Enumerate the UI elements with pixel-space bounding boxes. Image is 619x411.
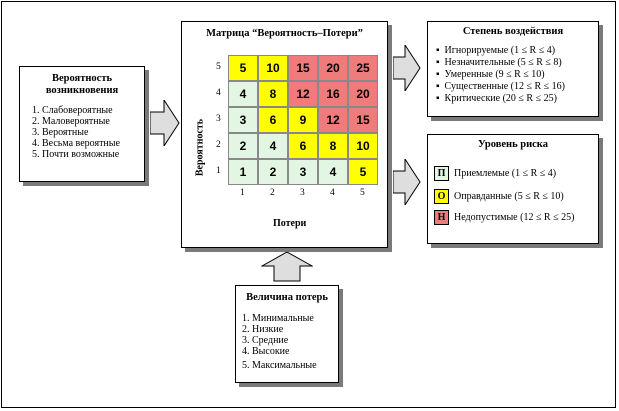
x-tick-label: 2 [270, 188, 275, 198]
matrix-title: Матрица “Вероятность–Потери” [206, 28, 363, 39]
bullet-icon: ▪ [436, 45, 440, 56]
matrix-cell: 6 [258, 107, 288, 133]
loss-box: Величина потерь 1. Минимальные 2. Низкие… [235, 285, 339, 383]
x-axis-label: Потери [273, 218, 307, 229]
list-item: 3. Средние [242, 335, 289, 346]
matrix-cell: 20 [348, 81, 378, 107]
matrix-cell: 10 [258, 55, 288, 81]
matrix-cell: 15 [288, 55, 318, 81]
bullet-icon: ▪ [436, 69, 440, 80]
matrix-cell: 20 [318, 55, 348, 81]
matrix-cell: 15 [348, 107, 378, 133]
legend-swatch: О [434, 189, 449, 204]
list-item: ▪ Игнорируемые (1 ≤ R ≤ 4) [436, 45, 556, 56]
arrow-right-icon [393, 159, 421, 205]
legend-swatch: Н [434, 210, 449, 225]
risk-level-title: Уровень риска [478, 139, 548, 150]
legend-item: О Оправданные (5 ≤ R ≤ 10) [434, 189, 564, 204]
probability-box: Вероятность возникновения 1. Слабовероят… [19, 66, 145, 182]
legend-label: Приемлемые (1 ≤ R ≤ 4) [454, 168, 557, 179]
list-item: ▪ Незначительные (5 ≤ R ≤ 8) [436, 57, 562, 68]
x-tick-label: 3 [300, 188, 305, 198]
matrix-cell: 10 [348, 133, 378, 159]
y-tick-label: 4 [216, 88, 221, 98]
list-item: ▪ Умеренные (9 ≤ R ≤ 10) [436, 69, 545, 80]
list-item: 4. Высокие [242, 346, 290, 357]
matrix-cell: 3 [228, 107, 258, 133]
arrow-up-icon [261, 252, 313, 282]
bullet-icon: ▪ [436, 93, 440, 104]
y-tick-label: 2 [216, 140, 221, 150]
matrix-cell: 8 [258, 81, 288, 107]
list-item: 3. Вероятные [32, 127, 89, 138]
list-item: 1. Слабовероятные [32, 105, 113, 116]
probability-title-line2: возникновения [45, 85, 119, 96]
list-item: ▪ Критические (20 ≤ R ≤ 25) [436, 93, 557, 104]
arrow-right-icon [150, 100, 180, 146]
arrow-right-icon [393, 45, 421, 91]
matrix-cell: 6 [288, 133, 318, 159]
impact-box: Степень воздействия ▪ Игнорируемые (1 ≤ … [427, 21, 599, 117]
legend-item: П Приемлемые (1 ≤ R ≤ 4) [434, 166, 556, 181]
matrix-cell: 2 [258, 159, 288, 185]
y-tick-label: 3 [216, 114, 221, 124]
list-item: 5. Максимальные [242, 360, 317, 371]
legend-item: Н Недопустимые (12 ≤ R ≤ 25) [434, 210, 574, 225]
x-tick-label: 4 [330, 188, 335, 198]
matrix-cell: 5 [228, 55, 258, 81]
matrix-cell: 4 [258, 133, 288, 159]
x-tick-label: 5 [360, 188, 365, 198]
list-item: 5. Почти возможные [32, 149, 120, 160]
matrix-cell: 25 [348, 55, 378, 81]
matrix-box: Матрица “Вероятность–Потери” Вероятность… [181, 21, 388, 248]
y-tick-label: 1 [216, 166, 221, 176]
legend-swatch: П [434, 166, 449, 181]
loss-title: Величина потерь [246, 292, 328, 303]
matrix-cell: 5 [348, 159, 378, 185]
probability-title-line1: Вероятность [51, 73, 113, 84]
list-item: 1. Минимальные [242, 313, 314, 324]
list-item: 2. Низкие [242, 324, 284, 335]
matrix-cell: 8 [318, 133, 348, 159]
loss-list: 1. Минимальные 2. Низкие 3. Средние 4. В… [242, 313, 338, 371]
impact-title: Степень воздействия [462, 26, 564, 37]
y-tick-label: 5 [216, 62, 221, 72]
matrix-cell: 12 [318, 107, 348, 133]
bullet-icon: ▪ [436, 57, 440, 68]
matrix-cell: 12 [288, 81, 318, 107]
x-tick-label: 1 [240, 188, 245, 198]
matrix-cell: 3 [288, 159, 318, 185]
matrix-cell: 4 [228, 81, 258, 107]
matrix-cell: 2 [228, 133, 258, 159]
bullet-icon: ▪ [436, 81, 440, 92]
list-item: ▪ Существенные (12 ≤ R ≤ 16) [436, 81, 565, 92]
matrix-cell: 16 [318, 81, 348, 107]
list-item: 2. Маловероятные [32, 116, 110, 127]
risk-level-box: Уровень риска П Приемлемые (1 ≤ R ≤ 4) О… [427, 134, 599, 244]
probability-list: 1. Слабовероятные 2. Маловероятные 3. Ве… [32, 105, 144, 160]
legend-label: Оправданные (5 ≤ R ≤ 10) [454, 191, 564, 202]
impact-list: ▪ Игнорируемые (1 ≤ R ≤ 4) ▪ Незначитель… [436, 45, 598, 105]
matrix-cell: 9 [288, 107, 318, 133]
matrix-cell: 1 [228, 159, 258, 185]
probability-title: Вероятность возникновения [20, 73, 144, 97]
matrix-cell: 4 [318, 159, 348, 185]
list-item: 4. Весьма вероятные [32, 138, 120, 149]
legend-label: Недопустимые (12 ≤ R ≤ 25) [454, 212, 575, 223]
